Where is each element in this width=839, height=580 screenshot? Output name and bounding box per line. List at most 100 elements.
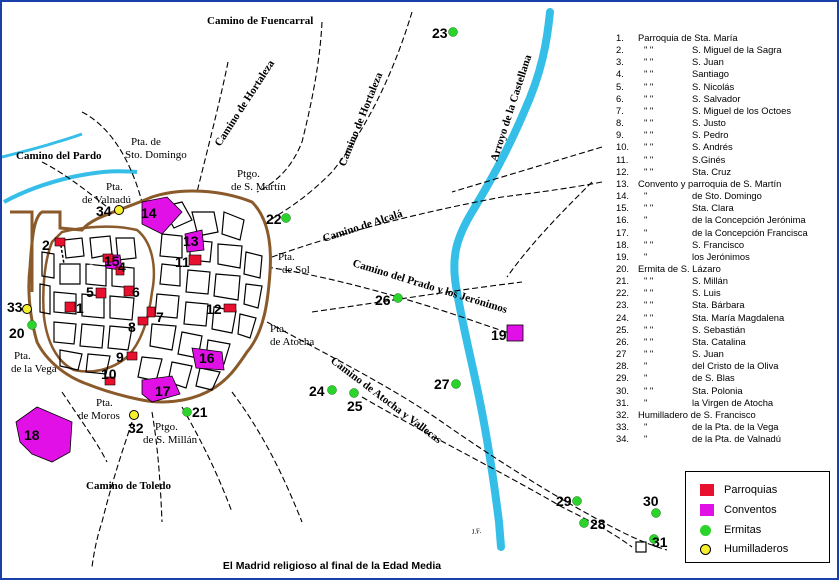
legend-label-conventos: Conventos xyxy=(724,504,777,516)
ermita-20 xyxy=(27,320,37,330)
atocha-chapel-outline xyxy=(635,541,647,553)
road-label-pardo: Camino del Pardo xyxy=(16,150,102,162)
list-item-number: 21. xyxy=(616,275,630,287)
marker-4: 4 xyxy=(118,259,126,275)
list-item-text: Sta. Cruz xyxy=(692,165,732,177)
list-item-number: 28. xyxy=(616,360,630,372)
ermita-31 xyxy=(649,534,659,544)
ermita-26 xyxy=(393,293,403,303)
list-item: 23." "Sta. Bárbara xyxy=(616,299,834,311)
gate-sol-1: Pta. xyxy=(278,251,295,263)
list-item-number: 27 xyxy=(616,348,627,360)
marker-21: 21 xyxy=(192,404,208,420)
list-item-text: de la Pta. de la Vega xyxy=(692,421,779,432)
list-item-text: Humilladero de S. Francisco xyxy=(638,408,756,420)
marker-5: 5 xyxy=(86,284,94,300)
list-item-number: 1. xyxy=(616,32,624,43)
list-item-number: 17. xyxy=(616,226,630,238)
list-item: 31."la Virgen de Atocha xyxy=(616,397,834,409)
list-item-number: 25. xyxy=(616,323,630,335)
list-item-text: Sta. Clara xyxy=(692,202,734,214)
road-sto-domingo xyxy=(81,111,143,203)
list-item-number: 6. xyxy=(616,92,624,104)
road-atocha xyxy=(266,321,668,551)
list-item-text: Convento y parroquia de S. Martín xyxy=(638,177,782,189)
ermita-21 xyxy=(182,407,192,417)
list-item: 10." "S. Andrés xyxy=(616,141,834,153)
list-item-text: de la Concepción Francisca xyxy=(692,226,808,238)
cartographer-initials: J.F. xyxy=(471,527,482,536)
marker-6: 6 xyxy=(132,284,140,300)
list-item-text: de S. Blas xyxy=(692,372,735,384)
road-fuencarral xyxy=(256,21,323,193)
ermita-29 xyxy=(572,496,582,506)
list-item-text: S. Francisco xyxy=(692,238,745,250)
road-moros xyxy=(61,391,108,463)
western-stream xyxy=(3,169,138,204)
road-alcala-2 xyxy=(451,146,603,193)
marker-23: 23 xyxy=(432,25,448,41)
list-item-number: 4. xyxy=(616,68,624,80)
list-item: 18. " " S. Francisco xyxy=(616,239,834,251)
list-item-text: S. Miguel de la Sagra xyxy=(692,44,782,56)
marker-7: 7 xyxy=(156,309,164,325)
list-item-number: 9. xyxy=(616,129,624,141)
ermita-28 xyxy=(579,518,589,528)
list-item-ditto: " " xyxy=(644,104,654,116)
list-item-number: 12. xyxy=(616,165,630,177)
marker-30: 30 xyxy=(643,493,659,509)
road-label-toledo: Camino de Toledo xyxy=(86,480,171,492)
marker-31: 31 xyxy=(652,534,668,550)
list-item-ditto: " " xyxy=(644,348,654,360)
list-item-text: S. Nicolás xyxy=(692,80,735,92)
list-item-ditto: " " xyxy=(644,238,654,250)
gate-valnadu-2: de Valnadú xyxy=(82,194,131,206)
list-item: 22." "S. Luis xyxy=(616,287,834,299)
list-item-ditto: " xyxy=(644,433,648,445)
marker-11: 11 xyxy=(175,254,190,270)
parish-marks xyxy=(54,237,237,386)
list-item-number: 33. xyxy=(616,421,630,432)
marker-13: 13 xyxy=(183,233,199,249)
gate-atocha-2: de Atocha xyxy=(270,336,314,348)
marker-17: 17 xyxy=(155,383,171,399)
list-item-ditto: " xyxy=(644,214,648,226)
list-item-text: S. Sebastián xyxy=(692,323,746,335)
parish-3 xyxy=(102,253,114,263)
road-label-alcala: Camino de Alcalá xyxy=(321,208,404,245)
gate-millan-2: de S. Millán xyxy=(143,434,198,446)
ermita-22 xyxy=(281,213,291,223)
parish-7 xyxy=(146,306,156,318)
list-item: 8." "S. Justo xyxy=(616,117,834,129)
list-item-ditto: " " xyxy=(644,384,654,396)
list-item-text: la Virgen de Atocha xyxy=(692,396,774,408)
road-atocha-2 xyxy=(361,396,633,548)
legend-label-humilladeros: Humilladeros xyxy=(724,543,789,555)
road-hortaleza-2 xyxy=(266,11,413,223)
list-item-number: 18. xyxy=(616,238,630,250)
list-item: 14."de Sto. Domingo xyxy=(616,190,834,202)
ermita-27 xyxy=(451,379,461,389)
marker-18: 18 xyxy=(24,427,40,443)
marker-8: 8 xyxy=(128,319,136,335)
list-item-ditto: " " xyxy=(644,56,654,68)
list-item-text: de la Concepción Jerónima xyxy=(692,214,806,226)
marker-1: 1 xyxy=(76,300,84,316)
list-item: 29."de S. Blas xyxy=(616,372,834,384)
humilladero-marks xyxy=(22,205,139,420)
list-item-ditto: " " xyxy=(644,311,654,323)
road-label-fuencarral: Camino de Fuencarral xyxy=(207,15,313,27)
marker-28: 28 xyxy=(590,516,606,532)
list-item-number: 32. xyxy=(616,408,630,420)
ermita-swatch xyxy=(700,524,711,536)
list-item-number: 31. xyxy=(616,396,630,408)
gate-valnadu-1: Pta. xyxy=(106,181,123,193)
list-item-ditto: " " xyxy=(644,153,654,165)
list-item-ditto: " " xyxy=(644,117,654,129)
list-item-number: 29. xyxy=(616,372,630,384)
list-item-number: 14. xyxy=(616,190,630,202)
list-item: 13.Convento y parroquia de S. Martín xyxy=(616,178,834,190)
gate-vega-1: Pta. xyxy=(14,350,31,362)
